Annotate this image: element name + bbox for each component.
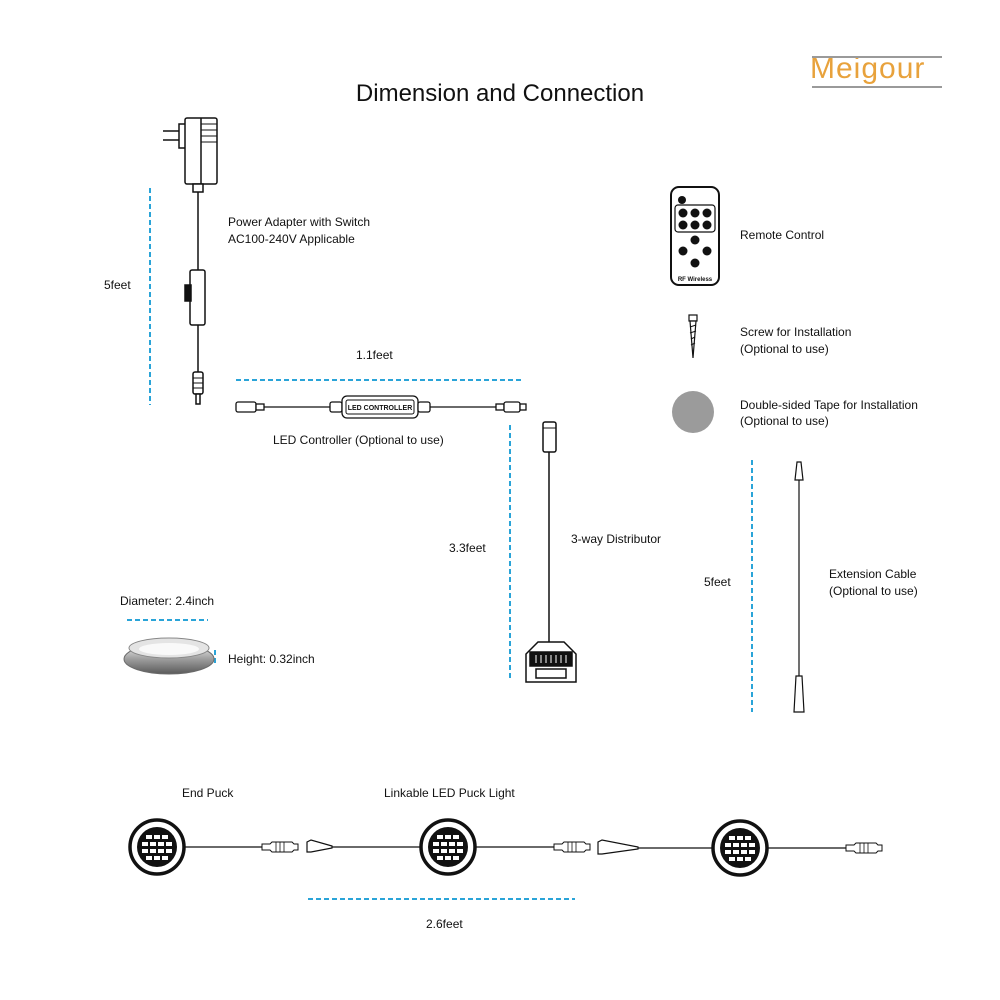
controller-length-label: 1.1feet — [356, 348, 393, 362]
linkable-puck-icon-2 — [711, 819, 769, 877]
extension-length-label: 5feet — [704, 575, 731, 589]
controller-box-text: LED CONTROLLER — [348, 405, 413, 412]
distributor-length-label: 3.3feet — [449, 541, 486, 555]
extension-optional-label: (Optional to use) — [829, 584, 918, 598]
puck-height-label: Height: 0.32inch — [228, 652, 315, 666]
screw-icon — [688, 314, 698, 359]
puck-diameter-label: Diameter: 2.4inch — [120, 594, 215, 608]
dimension-lines — [127, 188, 753, 900]
linkable-puck-icon — [419, 818, 477, 876]
remote-label: Remote Control — [740, 228, 825, 242]
adapter-voltage-label: AC100-240V Applicable — [228, 232, 355, 246]
tape-icon — [672, 391, 714, 433]
page-title: Dimension and Connection — [355, 80, 645, 107]
remote-control — [670, 186, 720, 286]
remote-device-text: RF Wireless — [678, 277, 713, 283]
adapter-length-label: 5feet — [104, 278, 131, 292]
puck-side-view — [123, 637, 215, 675]
extension-cable — [793, 461, 805, 713]
tape-optional-label: (Optional to use) — [740, 414, 829, 428]
end-puck-label: End Puck — [182, 786, 234, 800]
controller-label: LED Controller (Optional to use) — [273, 433, 444, 447]
end-puck-icon — [128, 818, 186, 876]
brand-rule-bottom — [812, 86, 942, 88]
linkable-puck-label: Linkable LED Puck Light — [384, 786, 515, 800]
brand-rule-top — [812, 56, 942, 58]
tape-label: Double-sided Tape for Installation — [740, 398, 918, 412]
three-way-distributor — [525, 421, 577, 683]
extension-label: Extension Cable — [829, 567, 917, 581]
puck-chain — [128, 818, 883, 877]
chain-length-label: 2.6feet — [426, 917, 463, 931]
screw-optional-label: (Optional to use) — [740, 342, 829, 356]
adapter-label: Power Adapter with Switch — [228, 215, 371, 229]
distributor-label: 3-way Distributor — [571, 532, 662, 546]
screw-label: Screw for Installation — [740, 325, 852, 339]
led-controller — [235, 395, 527, 419]
power-adapter — [163, 117, 218, 405]
